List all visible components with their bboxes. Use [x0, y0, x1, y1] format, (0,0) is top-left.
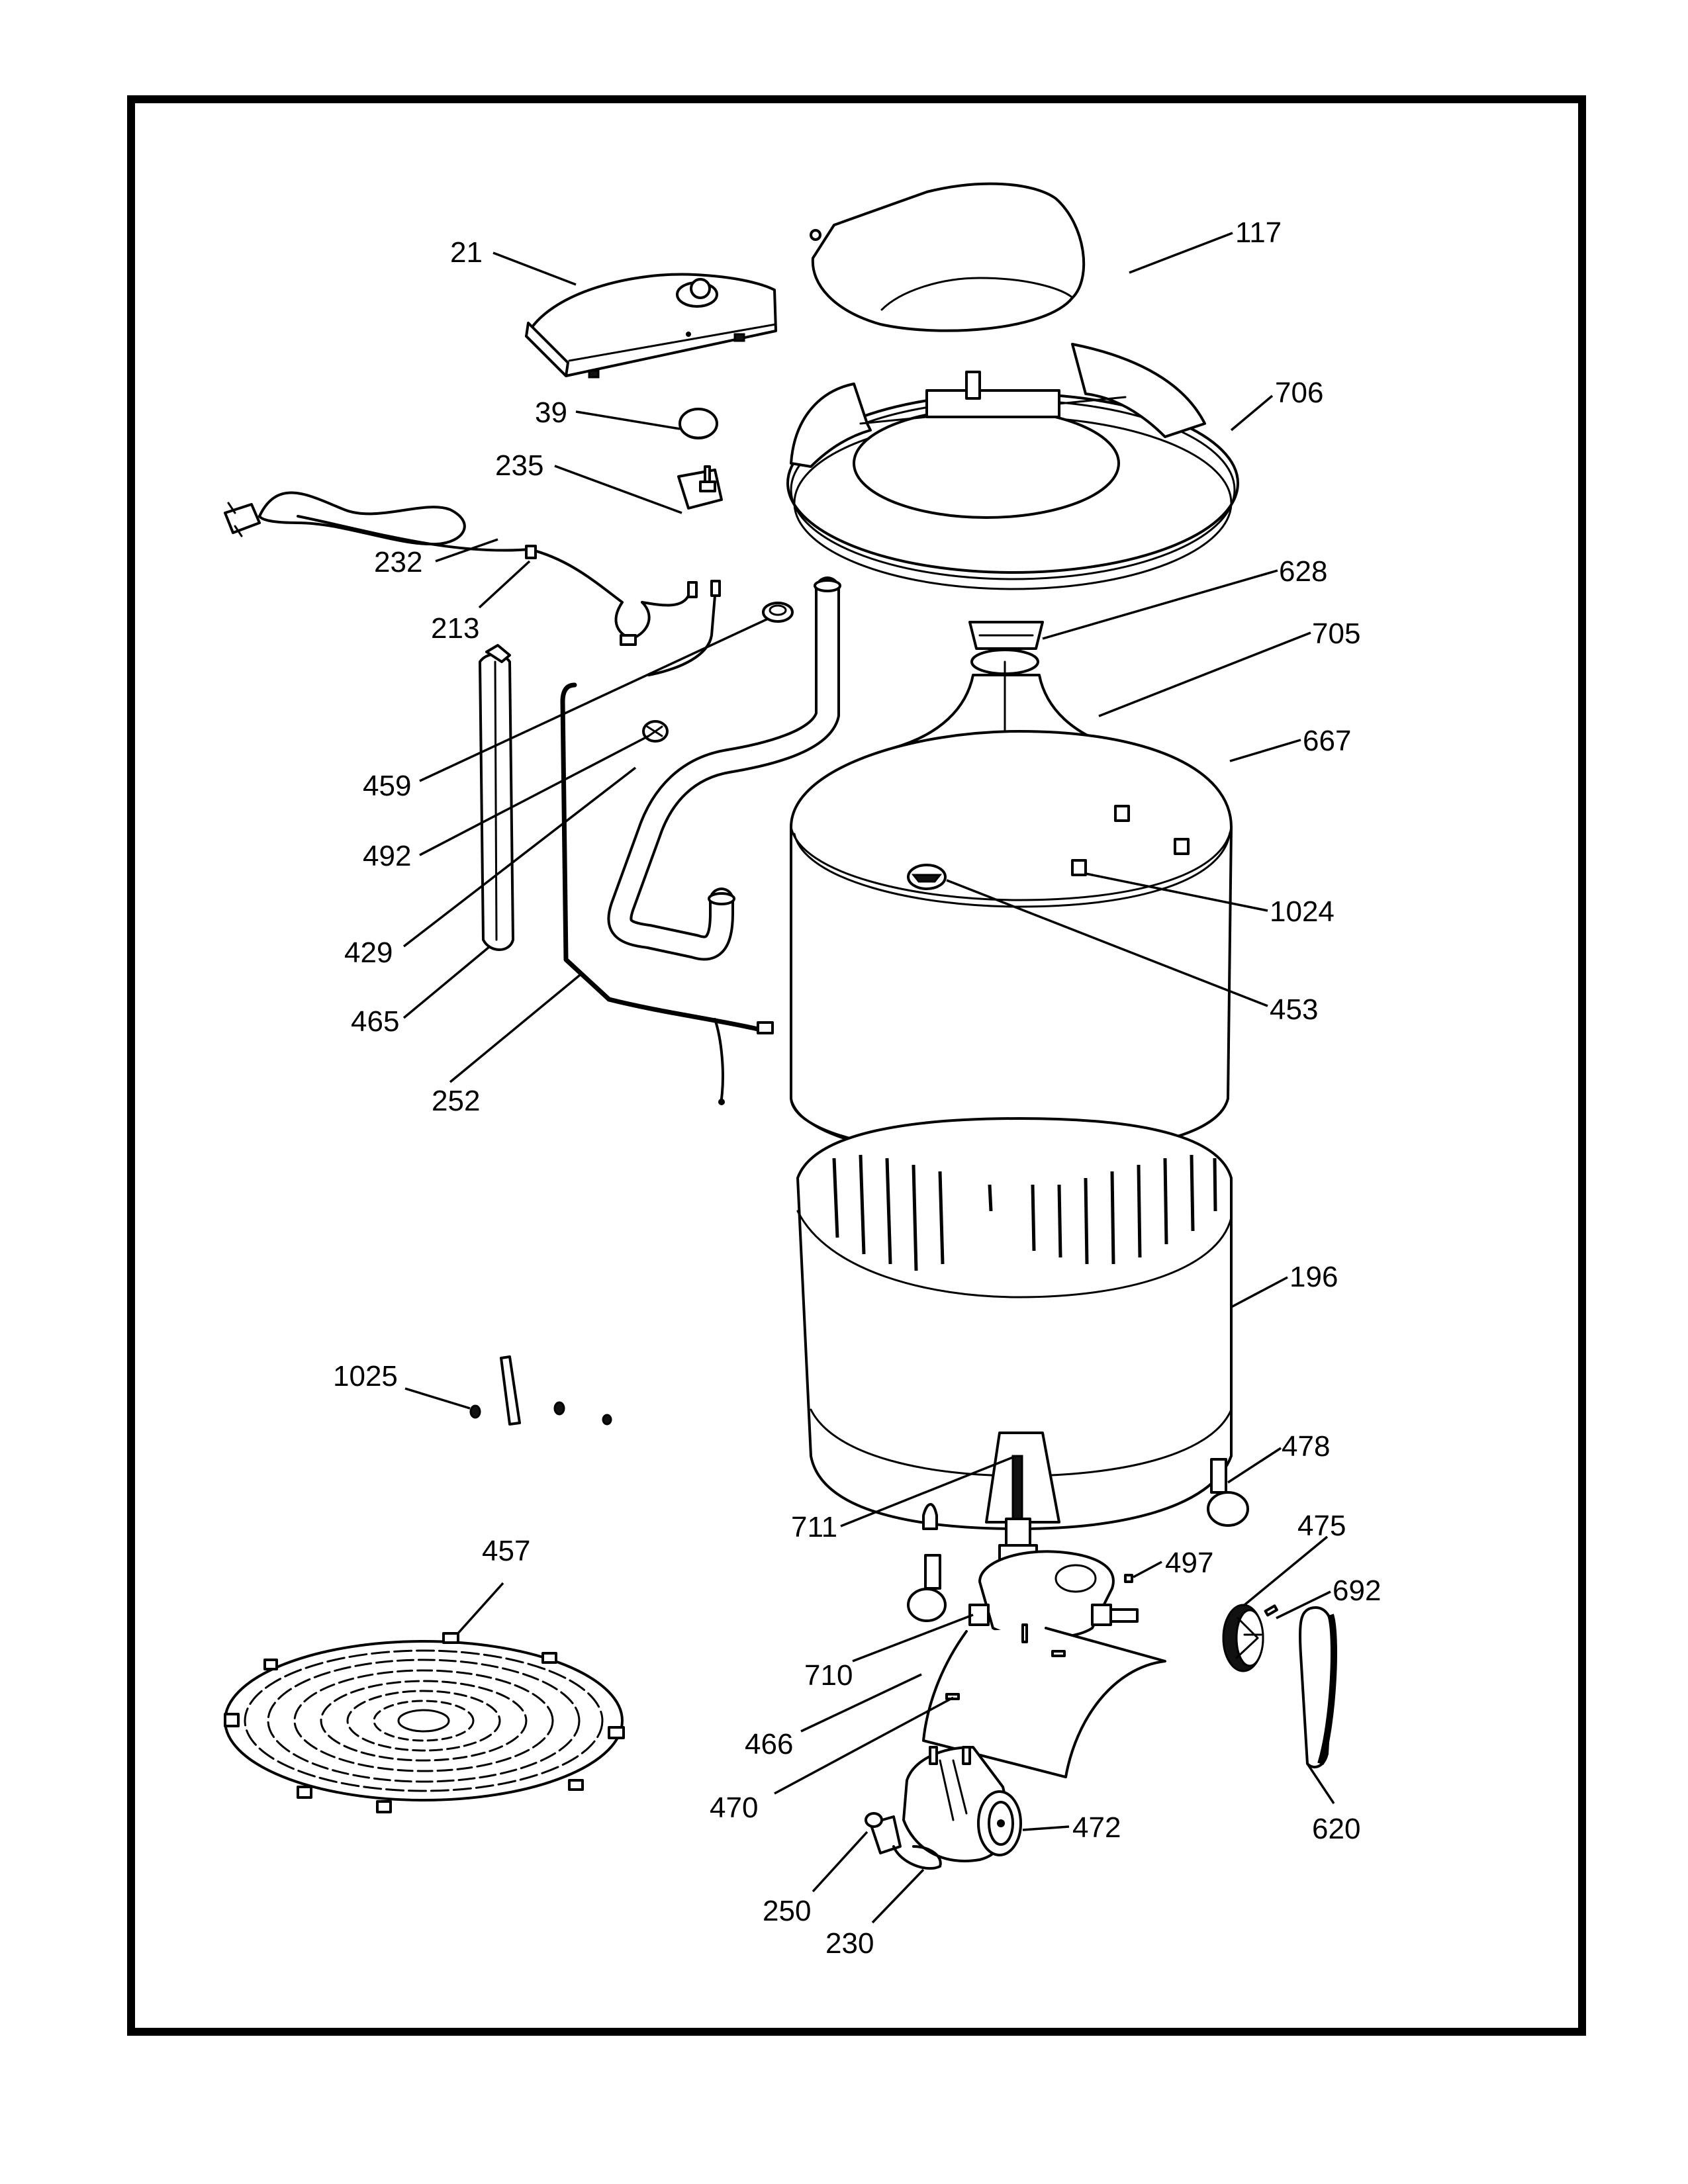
callout-711: 711	[791, 1511, 837, 1543]
part-caster-wheel-left	[907, 1554, 947, 1622]
callout-457: 457	[482, 1535, 530, 1567]
callout-705: 705	[1312, 617, 1360, 650]
part-wire-harness	[560, 682, 774, 1105]
part-pump	[865, 1812, 902, 1854]
part-caster-wheel	[1207, 1458, 1249, 1527]
part-control-panel-cover	[525, 273, 777, 379]
leader-252	[449, 972, 584, 1083]
callout-453: 453	[1270, 993, 1318, 1026]
leader-235	[554, 465, 682, 514]
part-motor-bracket	[922, 1623, 1166, 1778]
part-inner-tub	[790, 730, 1233, 1160]
callout-21: 21	[450, 236, 483, 269]
callout-196: 196	[1289, 1261, 1338, 1293]
leader-250	[812, 1831, 868, 1893]
tub-ribs	[832, 1154, 1217, 1271]
callout-230: 230	[825, 1927, 874, 1960]
leader-465	[402, 945, 491, 1019]
callout-492: 492	[363, 840, 411, 872]
part-drive-belt	[1298, 1606, 1337, 1768]
callout-459: 459	[363, 770, 411, 802]
leader-628	[1042, 569, 1278, 640]
callout-497: 497	[1165, 1547, 1213, 1579]
callout-1025: 1025	[333, 1360, 398, 1392]
callout-232: 232	[374, 546, 422, 578]
part-pin	[1264, 1604, 1278, 1617]
callout-117: 117	[1235, 216, 1282, 249]
callout-620: 620	[1312, 1813, 1360, 1845]
callout-692: 692	[1333, 1574, 1381, 1607]
part-nut	[1124, 1574, 1133, 1583]
leader-475	[1243, 1535, 1329, 1606]
leader-620	[1306, 1763, 1335, 1804]
callout-213: 213	[431, 612, 479, 645]
part-base-grille	[224, 1632, 625, 1813]
callout-628: 628	[1279, 555, 1327, 588]
callout-710: 710	[804, 1659, 853, 1692]
page-frame	[127, 95, 1586, 2036]
leader-711	[840, 1455, 1017, 1527]
leader-196	[1231, 1276, 1288, 1308]
callout-706: 706	[1275, 377, 1323, 409]
leader-429	[402, 766, 637, 948]
callout-252: 252	[432, 1085, 480, 1117]
part-side-support	[479, 644, 514, 951]
part-knob	[679, 408, 718, 439]
leader-710	[852, 1614, 974, 1662]
part-motor	[902, 1746, 1022, 1862]
part-grommet	[762, 602, 794, 623]
leader-232	[435, 538, 498, 563]
leader-117	[1129, 232, 1233, 274]
callout-1024: 1024	[1270, 895, 1335, 928]
leader-lines	[402, 232, 1335, 1924]
part-hose-clip	[642, 720, 669, 743]
leader-453	[946, 879, 1268, 1007]
leader-1024	[1085, 872, 1268, 912]
leader-478	[1227, 1447, 1282, 1484]
leader-230	[871, 1868, 925, 1924]
part-timer-switch	[677, 465, 723, 510]
leader-21	[492, 251, 577, 286]
callout-39: 39	[535, 396, 567, 429]
callout-250: 250	[763, 1895, 811, 1927]
leader-457	[455, 1582, 504, 1636]
callout-235: 235	[495, 449, 543, 482]
leader-213	[478, 560, 531, 609]
part-drain-hose	[607, 576, 841, 961]
callout-475: 475	[1297, 1510, 1346, 1542]
leader-497	[1133, 1561, 1162, 1578]
callout-429: 429	[344, 936, 393, 969]
leader-692	[1276, 1590, 1331, 1619]
part-lid	[810, 182, 1086, 332]
callout-465: 465	[351, 1005, 399, 1038]
callout-667: 667	[1303, 725, 1351, 757]
part-bracket-hardware	[469, 1355, 612, 1426]
leader-459	[419, 617, 769, 782]
leader-667	[1229, 739, 1301, 762]
part-power-cord	[224, 491, 721, 676]
part-motor-strap	[892, 1845, 942, 1870]
callout-472: 472	[1072, 1811, 1121, 1844]
callout-466: 466	[745, 1728, 793, 1760]
part-gearbox	[968, 1550, 1139, 1639]
leader-1025	[404, 1387, 471, 1410]
leader-706	[1230, 394, 1274, 432]
leader-39	[575, 410, 680, 430]
leader-705	[1098, 631, 1311, 717]
callout-470: 470	[710, 1792, 758, 1824]
part-drive-pulley	[1222, 1604, 1264, 1672]
leader-492	[419, 735, 649, 856]
leader-472	[1022, 1825, 1070, 1831]
leader-466	[800, 1673, 922, 1733]
part-top-ring	[786, 343, 1239, 590]
callout-478: 478	[1282, 1430, 1330, 1463]
leader-470	[774, 1696, 954, 1795]
callout-labels: 21 117 706 39 235 232 213 628 705 667 45…	[333, 216, 1381, 1960]
